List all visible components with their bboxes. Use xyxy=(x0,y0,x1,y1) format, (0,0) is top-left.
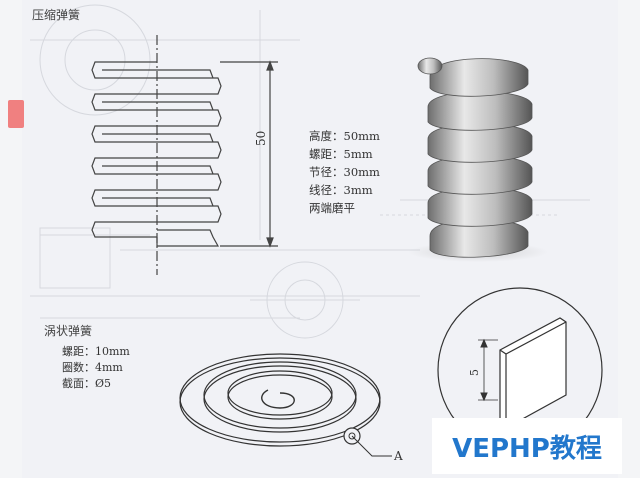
spiral-spec-pitch: 螺距：10mm xyxy=(62,345,130,358)
spiral-spring xyxy=(179,353,392,457)
callout-label-a: A xyxy=(394,449,403,463)
site-watermark: VEPHP教程 xyxy=(432,418,622,474)
compression-spring-front-view xyxy=(91,35,278,275)
spec-wire-diameter: 线径：3mm xyxy=(309,183,373,197)
spiral-spec-section: 截面：Ø5 xyxy=(62,377,112,390)
height-dimension-label: 50 xyxy=(254,130,268,146)
spiral-spring-specs: 螺距：10mm 圈数：4mm 截面：Ø5 xyxy=(62,344,130,392)
compression-spring-title: 压缩弹簧 xyxy=(32,8,81,22)
spec-height: 高度：50mm xyxy=(309,129,380,143)
compression-spring-specs: 高度：50mm 螺距：5mm 节径：30mm 线径：3mm 两端磨平 xyxy=(309,127,380,217)
red-accent-mark xyxy=(8,100,24,128)
spec-pitch-diameter: 节径：30mm xyxy=(309,165,380,179)
spiral-spec-turns: 圈数：4mm xyxy=(62,361,123,374)
compression-spring-3d-view xyxy=(408,57,548,262)
detail-dimension-label: 5 xyxy=(468,369,481,376)
spiral-spring-title: 涡状弹簧 xyxy=(44,324,93,338)
spec-ground-ends: 两端磨平 xyxy=(309,201,355,215)
spec-pitch: 螺距：5mm xyxy=(309,147,373,161)
